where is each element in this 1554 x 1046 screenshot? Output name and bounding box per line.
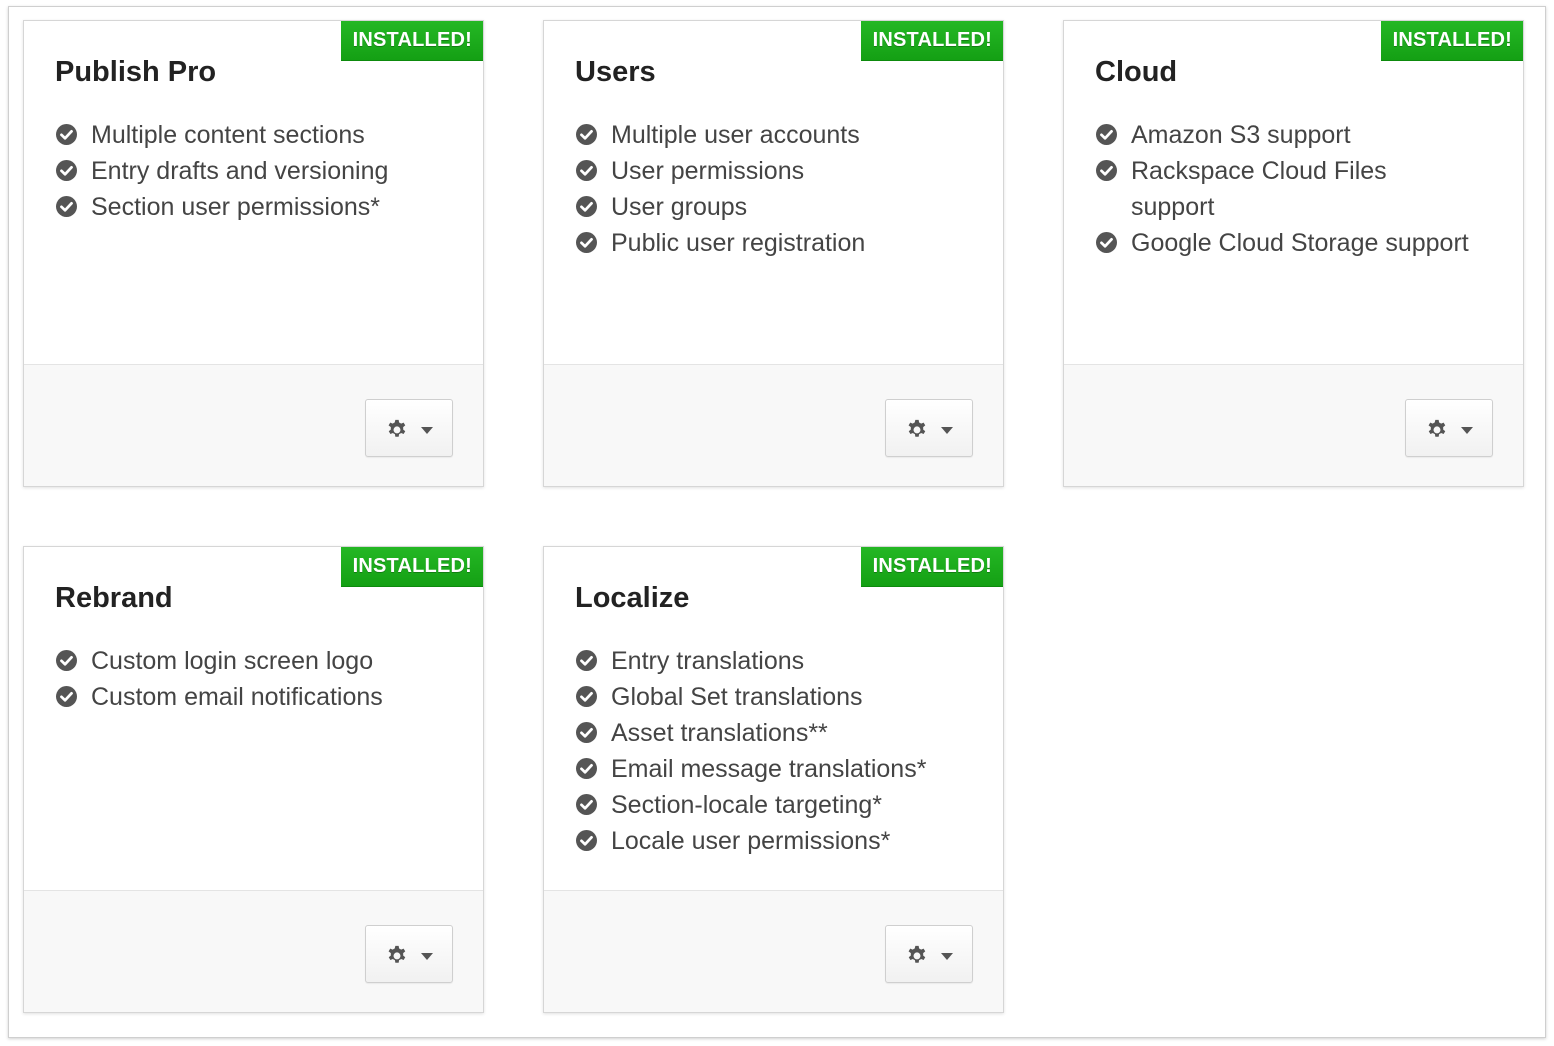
gear-icon <box>908 419 926 437</box>
installed-badge: INSTALLED! <box>340 547 483 587</box>
feature-label: Entry translations <box>611 647 805 675</box>
card-body: INSTALLED! Rebrand Custom login screen l… <box>24 547 483 893</box>
settings-menu-button[interactable] <box>365 399 453 457</box>
feature-label: Custom email notifications <box>91 683 383 711</box>
feature-list: Entry translations Global Set translatio… <box>576 643 986 859</box>
card-title: Localize <box>575 582 690 614</box>
package-card-users: INSTALLED! Users Multiple user accounts … <box>543 20 1004 487</box>
installed-badge: INSTALLED! <box>860 21 1003 61</box>
settings-menu-button[interactable] <box>885 925 973 983</box>
feature-list: Multiple content sections Entry drafts a… <box>56 117 466 225</box>
feature-item: Google Cloud Storage support <box>1096 225 1486 261</box>
check-circle-icon <box>1096 124 1117 145</box>
card-body: INSTALLED! Users Multiple user accounts … <box>544 21 1003 367</box>
feature-label: User groups <box>611 193 748 221</box>
feature-item: Global Set translations <box>576 679 986 715</box>
feature-label: Section user permissions* <box>91 193 381 221</box>
package-card-cloud: INSTALLED! Cloud Amazon S3 support Racks… <box>1063 20 1524 487</box>
caret-down-icon <box>1461 427 1473 434</box>
feature-item: Entry translations <box>576 643 986 679</box>
installed-badge: INSTALLED! <box>860 547 1003 587</box>
installed-badge: INSTALLED! <box>340 21 483 61</box>
package-card-localize: INSTALLED! Localize Entry translations G… <box>543 546 1004 1013</box>
check-circle-icon <box>56 160 77 181</box>
feature-item: Entry drafts and versioning <box>56 153 466 189</box>
card-body: INSTALLED! Localize Entry translations G… <box>544 547 1003 893</box>
feature-label: Section-locale targeting* <box>611 791 882 819</box>
feature-item: Custom email notifications <box>56 679 466 715</box>
feature-item: Asset translations** <box>576 715 986 751</box>
card-title: Publish Pro <box>55 56 217 88</box>
feature-item: Email message translations* <box>576 751 986 787</box>
check-circle-icon <box>576 794 597 815</box>
check-circle-icon <box>576 124 597 145</box>
gear-icon <box>388 945 406 963</box>
check-circle-icon <box>576 650 597 671</box>
check-circle-icon <box>1096 160 1117 181</box>
check-circle-icon <box>1096 232 1117 253</box>
settings-menu-button[interactable] <box>885 399 973 457</box>
feature-item: Custom login screen logo <box>56 643 466 679</box>
feature-item: Amazon S3 support <box>1096 117 1486 153</box>
card-body: INSTALLED! Cloud Amazon S3 support Racks… <box>1064 21 1523 367</box>
package-card-rebrand: INSTALLED! Rebrand Custom login screen l… <box>23 546 484 1013</box>
feature-label: Global Set translations <box>611 683 863 711</box>
feature-label: Google Cloud Storage support <box>1131 229 1469 257</box>
check-circle-icon <box>576 232 597 253</box>
feature-item: User permissions <box>576 153 986 189</box>
feature-item: Multiple content sections <box>56 117 466 153</box>
card-title: Cloud <box>1095 56 1178 88</box>
caret-down-icon <box>941 427 953 434</box>
check-circle-icon <box>576 758 597 779</box>
feature-item: Multiple user accounts <box>576 117 986 153</box>
check-circle-icon <box>576 722 597 743</box>
feature-item: User groups <box>576 189 986 225</box>
feature-item: Public user registration <box>576 225 986 261</box>
feature-label: Asset translations** <box>611 719 828 747</box>
feature-label: Amazon S3 support <box>1131 121 1351 149</box>
feature-list: Multiple user accounts User permissions … <box>576 117 986 261</box>
gear-icon <box>388 419 406 437</box>
card-footer <box>24 890 483 1012</box>
check-circle-icon <box>56 686 77 707</box>
card-footer <box>24 364 483 486</box>
feature-label: Rackspace Cloud Files support <box>1131 157 1387 221</box>
feature-label: Custom login screen logo <box>91 647 374 675</box>
feature-item: Section user permissions* <box>56 189 466 225</box>
feature-label: Locale user permissions* <box>611 827 891 855</box>
feature-label: Multiple user accounts <box>611 121 860 149</box>
check-circle-icon <box>576 160 597 181</box>
check-circle-icon <box>56 650 77 671</box>
gear-icon <box>908 945 926 963</box>
feature-label: User permissions <box>611 157 805 185</box>
card-footer <box>1064 364 1523 486</box>
feature-list: Custom login screen logo Custom email no… <box>56 643 466 715</box>
feature-item: Section-locale targeting* <box>576 787 986 823</box>
feature-label: Public user registration <box>611 229 866 257</box>
feature-item: Rackspace Cloud Files support <box>1096 153 1431 225</box>
package-card-publish-pro: INSTALLED! Publish Pro Multiple content … <box>23 20 484 487</box>
card-title: Users <box>575 56 656 88</box>
feature-label: Multiple content sections <box>91 121 365 149</box>
feature-label: Email message translations* <box>611 755 927 783</box>
card-footer <box>544 364 1003 486</box>
check-circle-icon <box>56 196 77 217</box>
feature-list: Amazon S3 support Rackspace Cloud Files … <box>1096 117 1486 261</box>
caret-down-icon <box>421 953 433 960</box>
caret-down-icon <box>421 427 433 434</box>
check-circle-icon <box>576 830 597 851</box>
feature-item: Locale user permissions* <box>576 823 986 859</box>
check-circle-icon <box>576 686 597 707</box>
check-circle-icon <box>576 196 597 217</box>
card-body: INSTALLED! Publish Pro Multiple content … <box>24 21 483 367</box>
gear-icon <box>1428 419 1446 437</box>
settings-menu-button[interactable] <box>1405 399 1493 457</box>
installed-badge: INSTALLED! <box>1380 21 1523 61</box>
caret-down-icon <box>941 953 953 960</box>
feature-label: Entry drafts and versioning <box>91 157 389 185</box>
settings-menu-button[interactable] <box>365 925 453 983</box>
card-title: Rebrand <box>55 582 173 614</box>
card-footer <box>544 890 1003 1012</box>
check-circle-icon <box>56 124 77 145</box>
